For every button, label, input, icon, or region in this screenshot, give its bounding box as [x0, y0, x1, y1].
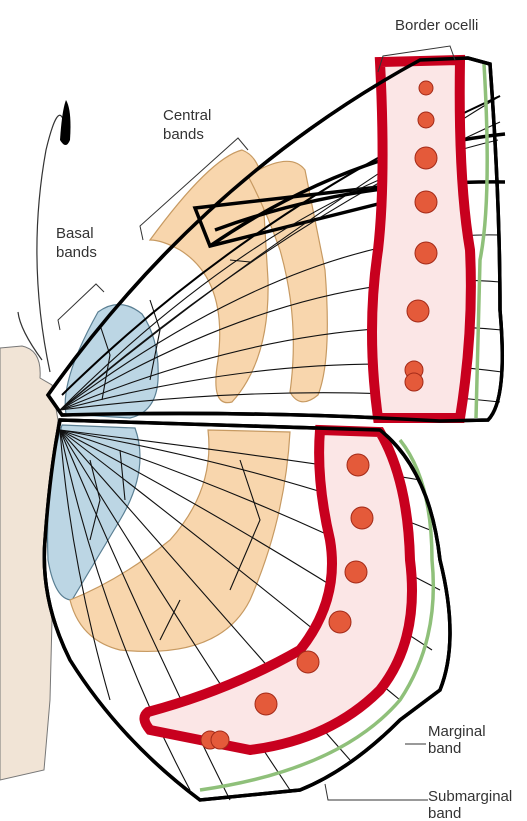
ocellus [297, 651, 319, 673]
ocellus [255, 693, 277, 715]
label-submarginal-band-2: band [428, 805, 461, 821]
ocellus [419, 81, 433, 95]
ocellus [405, 373, 423, 391]
ocellus [345, 561, 367, 583]
antenna-club [60, 100, 71, 145]
ocellus [347, 454, 369, 476]
ocellus [415, 191, 437, 213]
ocellus [415, 242, 437, 264]
label-basal-bands-2: bands [56, 244, 97, 261]
ocellus [329, 611, 351, 633]
ocellus [415, 147, 437, 169]
label-submarginal-band-1: Submarginal [428, 788, 512, 805]
label-central-bands-1: Central [163, 107, 211, 124]
hindwing [44, 420, 450, 800]
ocellus [407, 300, 429, 322]
label-marginal-band-2: band [428, 740, 461, 757]
ocellus [418, 112, 434, 128]
label-border-ocelli: Border ocelli [395, 17, 478, 34]
forewing [48, 58, 505, 421]
label-central-bands-2: bands [163, 126, 204, 143]
label-basal-bands-1: Basal [56, 225, 94, 242]
ocellus [211, 731, 229, 749]
ocellus [351, 507, 373, 529]
submarginal-band-leader [325, 784, 428, 800]
label-marginal-band-1: Marginal [428, 723, 486, 740]
